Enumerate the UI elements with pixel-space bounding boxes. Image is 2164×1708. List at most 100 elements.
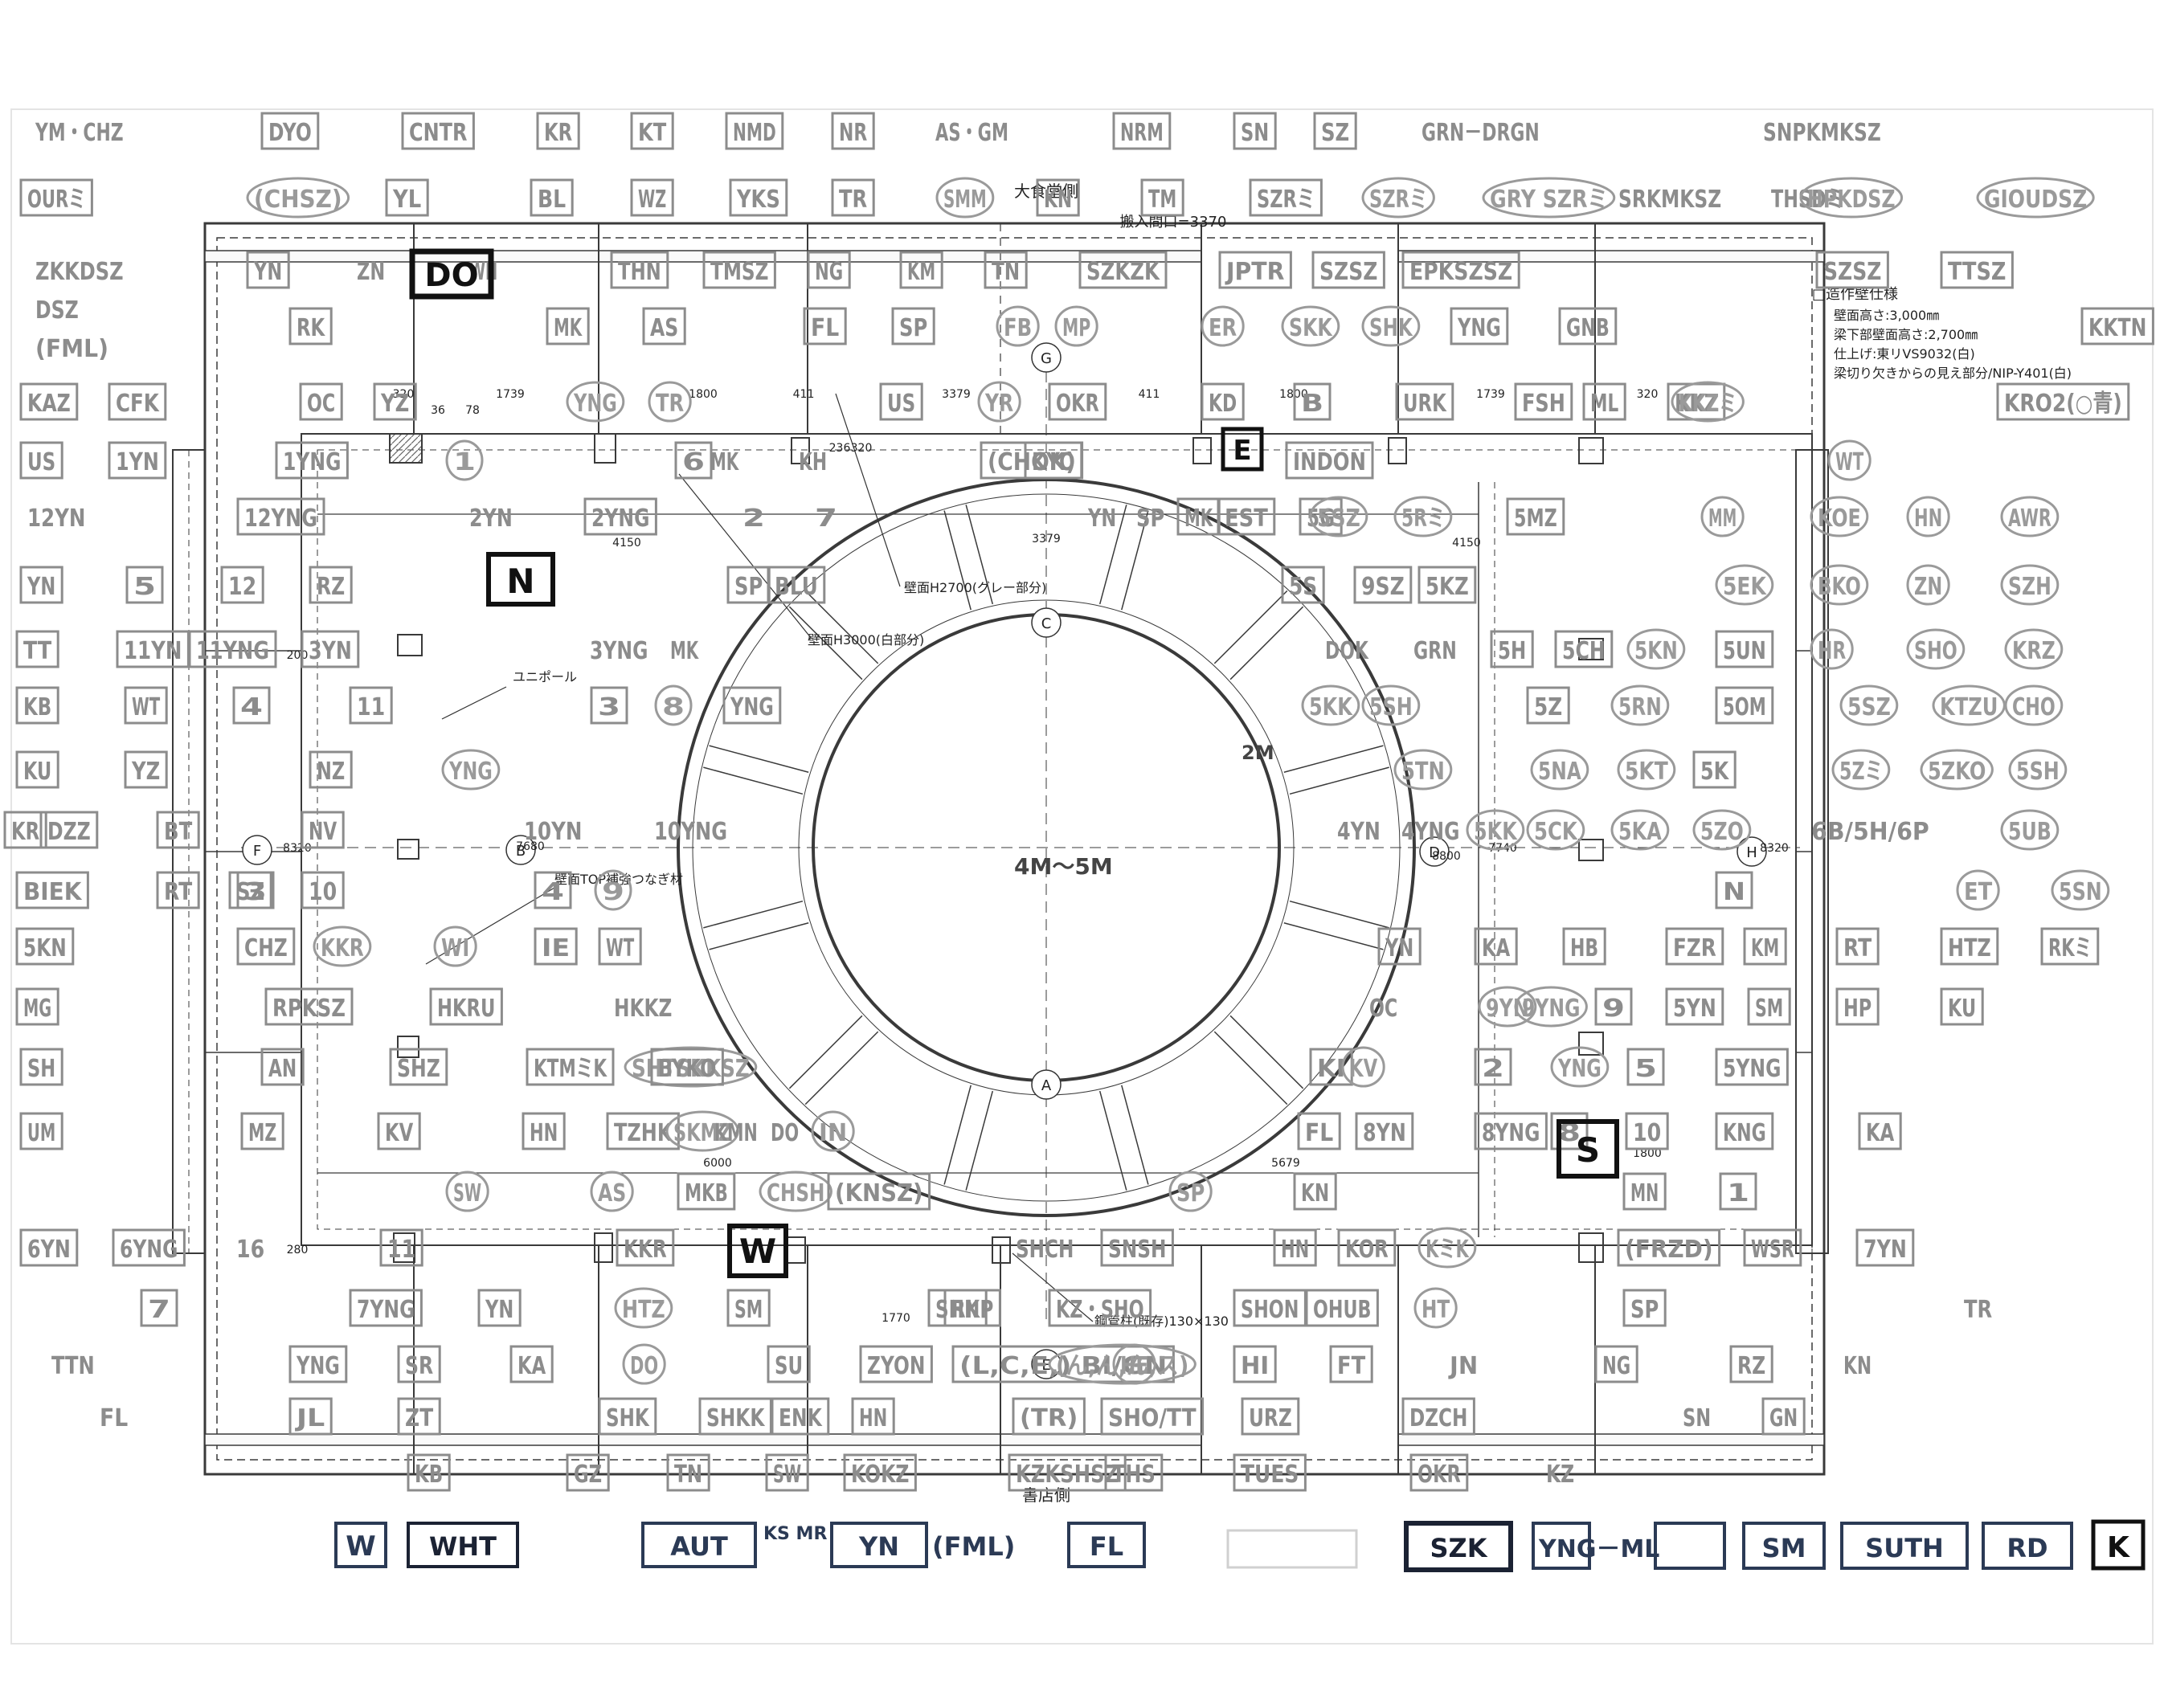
svg-text:KKZ: KKZ <box>1675 390 1718 418</box>
svg-text:YNG: YNG <box>448 758 493 786</box>
ring-spoke <box>709 922 809 950</box>
column <box>397 634 423 656</box>
column <box>992 1236 1011 1264</box>
handwritten-tag: DZCH <box>1401 1397 1475 1436</box>
handwritten-tag: 11YNG <box>188 630 277 668</box>
handwritten-tag: KB <box>15 686 59 725</box>
handwritten-tag: 5S <box>1281 566 1325 604</box>
svg-text:KB: KB <box>23 693 51 721</box>
svg-text:5CK: 5CK <box>1534 818 1578 846</box>
svg-text:KOE: KOE <box>1818 505 1861 533</box>
dimension-label: 411 <box>793 388 815 401</box>
svg-text:KKTN: KKTN <box>2088 314 2146 342</box>
column <box>1578 1232 1604 1263</box>
svg-text:WHT: WHT <box>429 1531 497 1562</box>
dimension-label: 8320 <box>283 842 312 855</box>
ring-spoke <box>965 505 994 605</box>
handwritten-tag: KNG <box>1715 1112 1774 1150</box>
column <box>594 433 616 464</box>
svg-text:ET: ET <box>1964 878 1993 906</box>
svg-text:1: 1 <box>1727 1179 1749 1207</box>
svg-text:SHZ: SHZ <box>397 1055 440 1083</box>
dimension-label: 5679 <box>1271 1157 1300 1170</box>
handwritten-tag: GNB <box>1558 307 1618 345</box>
handwritten-tag: KOE <box>1810 496 1869 537</box>
svg-text:RT: RT <box>1843 934 1872 962</box>
svg-text:2YN: 2YN <box>469 505 513 533</box>
handwritten-tag: JPTR <box>1218 251 1292 289</box>
svg-text:KOKZ: KOKZ <box>851 1461 909 1489</box>
handwritten-tag: YNG <box>566 381 625 423</box>
handwritten-tag: KZ・SHO <box>1048 1289 1152 1327</box>
handwritten-tag: HR <box>1810 628 1854 670</box>
svg-text:SM: SM <box>1755 995 1783 1023</box>
svg-text:9YNG: 9YNG <box>1522 995 1580 1023</box>
handwritten-tag: NMD <box>725 112 784 150</box>
handwritten-tag: THSDミ <box>1771 186 1844 214</box>
svg-text:6YN: 6YN <box>27 1236 71 1264</box>
handwritten-tag: YKS <box>729 178 788 217</box>
zone-east-marker: E <box>1221 427 1264 472</box>
legend-item: W <box>334 1522 387 1568</box>
ring-spoke <box>709 745 809 773</box>
svg-text:SZ: SZ <box>236 878 264 906</box>
svg-text:9SZ: 9SZ <box>1361 573 1405 601</box>
handwritten-tag: KZKSHSZ <box>1008 1453 1127 1492</box>
handwritten-tag: WT <box>1827 439 1872 481</box>
handwritten-tag: RKミ <box>2040 927 2100 966</box>
svg-text:H: H <box>1746 844 1757 861</box>
handwritten-tag: MK <box>710 448 739 476</box>
paper-edge <box>10 108 2154 1645</box>
handwritten-tag: YR <box>977 381 1021 423</box>
svg-text:YZ: YZ <box>380 390 409 418</box>
handwritten-tag: MK <box>546 307 590 345</box>
svg-text:TTSZ: TTSZ <box>1948 258 2006 286</box>
handwritten-tag: 8YNG <box>1474 1112 1548 1150</box>
svg-text:5S: 5S <box>1289 573 1317 601</box>
column <box>1578 638 1604 660</box>
svg-text:5SH: 5SH <box>2016 758 2060 786</box>
handwritten-tag: 1YNG <box>275 441 349 480</box>
svg-text:5Rミ: 5Rミ <box>1401 505 1445 533</box>
handwritten-tag: IE <box>534 927 578 966</box>
svg-text:YL: YL <box>392 186 421 214</box>
svg-text:KI: KI <box>1317 1055 1345 1083</box>
handwritten-tag: 1YN <box>108 441 167 480</box>
handwritten-tag: ZN <box>1906 564 1950 606</box>
handwritten-tag: KミK <box>1417 1227 1477 1269</box>
ring-spokes <box>703 505 1389 1191</box>
svg-text:GZ: GZ <box>574 1461 602 1489</box>
legend-item: KS MR <box>763 1524 827 1544</box>
handwritten-tag: KAZ <box>19 382 79 421</box>
svg-text:N: N <box>506 562 534 601</box>
svg-text:4: 4 <box>240 693 263 721</box>
svg-text:SM: SM <box>1762 1533 1806 1563</box>
handwritten-tag: KKTN <box>2080 307 2154 345</box>
handwritten-tag: HN <box>1906 496 1950 537</box>
svg-text:GRY SZRミ: GRY SZRミ <box>1490 186 1608 214</box>
bottom-side-label: 書店側 <box>1022 1485 1070 1505</box>
handwritten-tag: (CHOK) <box>980 441 1084 480</box>
svg-text:OHUB: OHUB <box>1313 1296 1371 1324</box>
handwritten-tag: 1 <box>445 439 484 481</box>
handwritten-tag: ZYON <box>859 1345 933 1383</box>
svg-text:OC: OC <box>1369 995 1397 1023</box>
svg-text:KAZ: KAZ <box>27 390 71 418</box>
svg-text:W: W <box>346 1530 376 1563</box>
svg-text:3: 3 <box>598 693 620 721</box>
handwritten-tag: US <box>19 441 63 480</box>
svg-text:KZ: KZ <box>1546 1461 1574 1489</box>
svg-text:5UB: 5UB <box>2008 818 2052 846</box>
ring-spoke <box>1283 745 1384 773</box>
axis-marker-a: A <box>1031 1069 1062 1100</box>
svg-text:NV: NV <box>309 818 337 846</box>
svg-text:CHZ: CHZ <box>244 934 288 962</box>
handwritten-tag: 9YNG <box>1514 986 1588 1028</box>
handwritten-tag: SHK <box>598 1397 657 1436</box>
handwritten-tag: 6YNG <box>112 1228 186 1267</box>
svg-text:OURミ: OURミ <box>27 186 85 214</box>
handwritten-tag: SR <box>397 1345 441 1383</box>
handwritten-tag: DOK <box>1325 637 1369 665</box>
handwritten-tag: TT <box>15 630 59 668</box>
column <box>787 1236 806 1264</box>
